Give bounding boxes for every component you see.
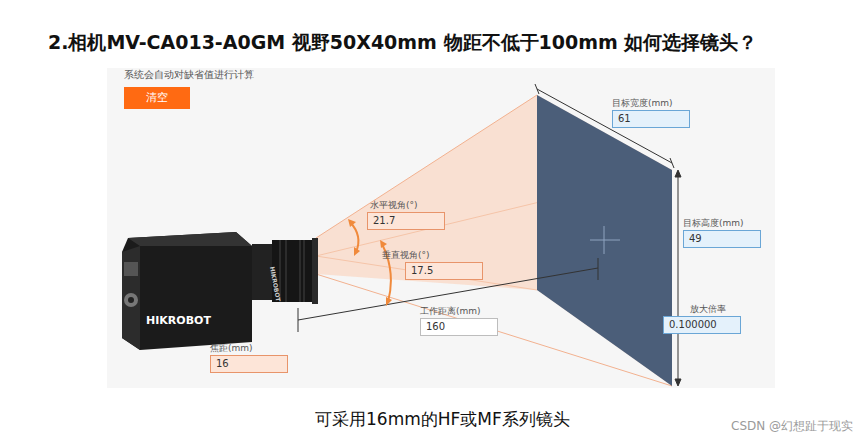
clear-button: 清空 xyxy=(124,87,190,109)
target-plane xyxy=(604,226,605,254)
field-value: 49 xyxy=(683,230,761,248)
view-cone xyxy=(316,95,672,386)
angle-arrowhead xyxy=(348,219,392,306)
dimension-line xyxy=(535,84,539,94)
camera xyxy=(122,246,140,350)
dimension-line xyxy=(670,158,674,168)
input-field: 放大倍率 0.100000 xyxy=(663,303,741,334)
camera xyxy=(300,240,301,302)
screenshot-panel xyxy=(107,68,775,388)
field-value: 17.5 xyxy=(405,262,483,280)
angle-arrowhead xyxy=(380,240,387,248)
field-value-text: 49 xyxy=(689,233,702,244)
watermark: CSDN @幻想趾于现实 xyxy=(731,418,853,435)
field-label: 放大倍率 xyxy=(690,303,726,316)
camera xyxy=(122,232,318,350)
field-value-text: 16 xyxy=(216,358,229,369)
target-plane xyxy=(537,95,672,386)
field-label: 工作距离(mm) xyxy=(420,305,481,318)
angle-arrowhead xyxy=(348,219,356,227)
camera xyxy=(124,262,138,276)
dimension-line xyxy=(678,171,679,385)
camera xyxy=(312,238,318,304)
field-value-text: 61 xyxy=(618,113,631,124)
target-plane xyxy=(537,95,672,386)
field-value-text: 160 xyxy=(426,321,445,332)
dimension-line xyxy=(298,84,681,386)
camera xyxy=(122,232,252,350)
field-value: 61 xyxy=(612,110,690,128)
input-field: 焦距(mm) 16 xyxy=(210,342,288,373)
angle-arrowhead xyxy=(386,297,392,306)
input-field: 工作距离(mm) 160 xyxy=(420,305,498,336)
input-field: 目标宽度(mm) 61 xyxy=(612,97,690,128)
field-value-text: 0.100000 xyxy=(669,319,717,330)
field-value: 0.100000 xyxy=(663,316,741,334)
field-label: 目标高度(mm) xyxy=(683,217,744,230)
camera xyxy=(128,297,134,303)
title: 2.相机MV-CA013-A0GM 视野50X40mm 物距不低于100mm 如… xyxy=(48,30,757,56)
field-label: 垂直视角(°) xyxy=(382,249,430,262)
field-value-text: 17.5 xyxy=(411,265,433,276)
camera xyxy=(124,293,138,307)
field-label: 焦距(mm) xyxy=(210,342,253,355)
input-field: 水平视角(°) 21.7 xyxy=(367,199,445,230)
camera xyxy=(128,232,252,246)
field-label: 目标宽度(mm) xyxy=(612,97,673,110)
button-text: 清空 xyxy=(124,87,190,109)
camera xyxy=(304,240,305,302)
dimension-line xyxy=(598,258,599,280)
camera xyxy=(252,244,272,300)
camera-brand: HIKROBOT xyxy=(146,314,211,327)
field-value: 16 xyxy=(210,355,288,373)
camera xyxy=(286,240,287,302)
angle-arrowhead xyxy=(354,247,360,256)
view-cone xyxy=(316,256,537,290)
field-label: 水平视角(°) xyxy=(370,199,418,212)
input-field: 目标高度(mm) 49 xyxy=(683,217,761,248)
target-plane xyxy=(590,240,620,241)
screenshot-panel xyxy=(107,68,775,388)
panel-note: 系统会自动对缺省值进行计算 xyxy=(124,68,254,82)
field-value: 160 xyxy=(420,318,498,336)
input-field: 垂直视角(°)17.5 xyxy=(405,249,483,280)
field-value: 21.7 xyxy=(367,212,445,230)
dimension-line xyxy=(675,170,681,177)
dimension-line xyxy=(298,308,299,332)
caption: 可采用16mm的HF或MF系列镜头 xyxy=(315,408,570,431)
field-value-text: 21.7 xyxy=(373,215,395,226)
view-cone xyxy=(316,95,672,386)
dimension-line xyxy=(675,379,681,386)
view-cone xyxy=(316,95,537,238)
angle-arc xyxy=(350,222,391,302)
